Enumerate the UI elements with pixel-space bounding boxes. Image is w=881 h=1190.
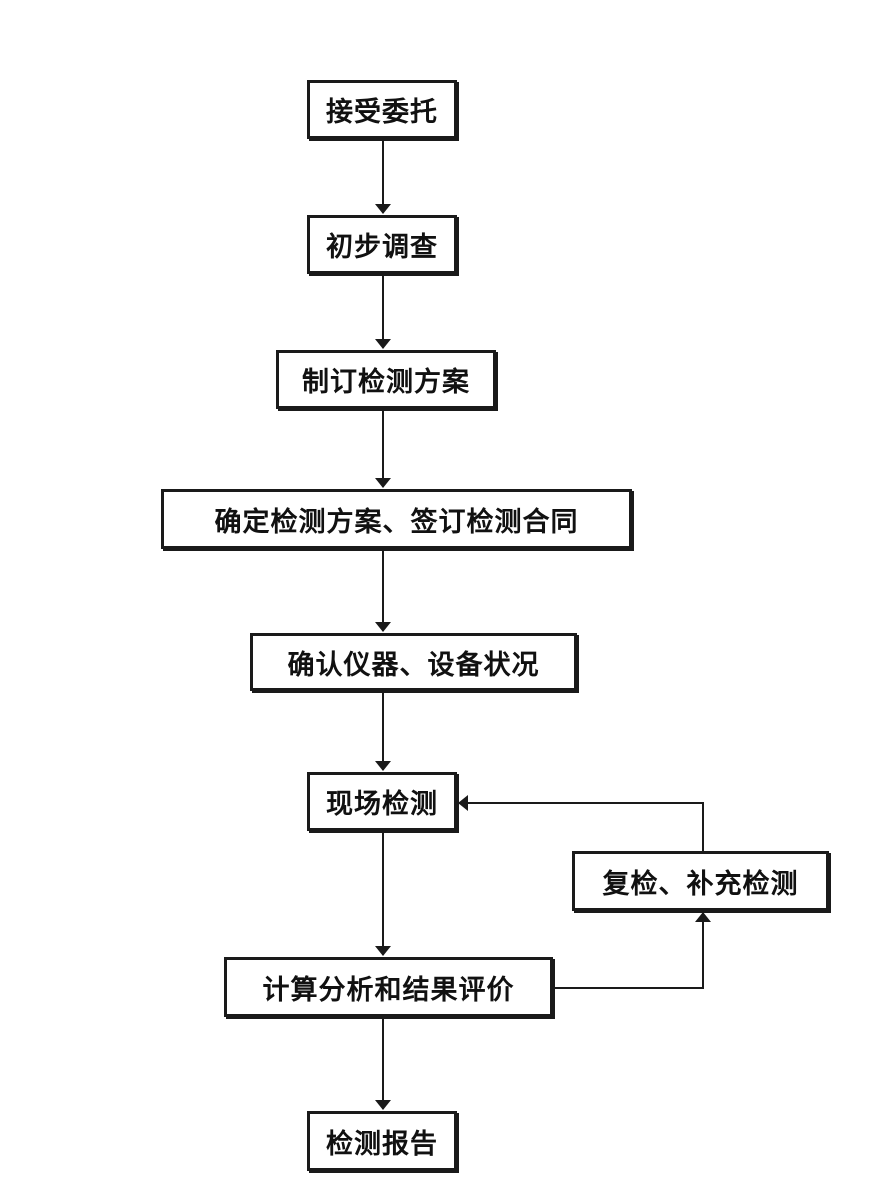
step-check-instruments: 确认仪器、设备状况 (250, 633, 577, 691)
step-onsite-inspection: 现场检测 (307, 772, 457, 831)
step-inspection-report: 检测报告 (307, 1111, 457, 1171)
step-confirm-plan-sign-contract: 确定检测方案、签订检测合同 (161, 489, 632, 549)
step-preliminary-survey: 初步调查 (307, 215, 457, 274)
arrow-recheck-to-onsite (458, 795, 704, 851)
step-analysis-evaluation: 计算分析和结果评价 (224, 957, 553, 1017)
step-accept-commission: 接受委托 (307, 80, 457, 139)
step-recheck-supplementary: 复检、补充检测 (572, 851, 829, 911)
arrow-analysis-to-recheck (555, 912, 711, 989)
step-draft-inspection-plan: 制订检测方案 (276, 350, 496, 409)
